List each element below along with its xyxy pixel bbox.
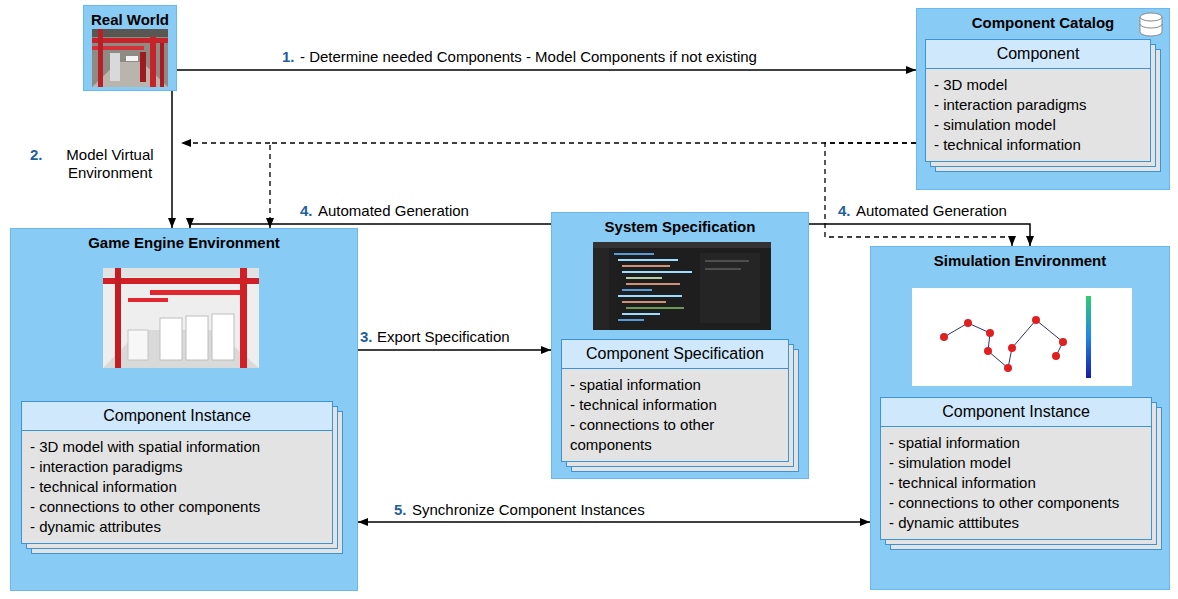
connector	[171, 91, 173, 228]
database-icon	[1140, 13, 1162, 36]
component-card: Component - 3D model- interaction paradig…	[925, 39, 1151, 162]
list-item: - interaction paradigms	[934, 95, 1142, 115]
list-item: - technical information	[934, 135, 1142, 155]
label-holder: 2.	[30, 146, 43, 164]
dashed-connector	[825, 143, 1012, 246]
box-title: System Specification	[552, 213, 808, 236]
label-holder: Automated Generation	[318, 202, 469, 220]
component-card: Component Instance- spatial information-…	[880, 397, 1152, 540]
callout-number: 2.	[30, 146, 43, 164]
list-item: - technical information	[30, 477, 324, 497]
connector	[190, 224, 551, 228]
list-item: - dynamic atttibutes	[889, 513, 1143, 533]
card-title: Component	[932, 44, 1144, 64]
card-header: Component Instance	[880, 397, 1152, 427]
label-holder: Model Virtual Environment	[50, 146, 170, 182]
card-header: Component	[925, 39, 1151, 69]
card-body: - 3D model with spatial information- int…	[21, 431, 333, 544]
card-title: Component Instance	[28, 406, 326, 426]
environment-box: System SpecificationComponent Specificat…	[551, 212, 809, 479]
callout-number: 4.	[300, 202, 313, 220]
list-item: - dynamic attributes	[30, 517, 324, 537]
environment-box: Real World	[83, 5, 177, 91]
component-card: Component Instance - 3D model with spatia…	[21, 401, 333, 544]
environment-box: Component CatalogComponent - 3D model- in…	[916, 8, 1170, 190]
connector	[177, 69, 916, 71]
box-title: Component Catalog	[917, 9, 1169, 32]
connector	[358, 521, 870, 523]
card-title: Component Instance	[887, 402, 1145, 422]
edge-label: Automated Generation	[856, 202, 1007, 220]
list-item: - interaction paradigms	[30, 457, 324, 477]
label-holder: 1.	[282, 48, 295, 66]
list-item: - technical information	[889, 473, 1143, 493]
component-card: Component Specification - spatial informa…	[561, 339, 789, 462]
callout-number: 4.	[838, 202, 851, 220]
environment-box: Simulation EnvironmentComponent Instance…	[870, 246, 1170, 590]
list-item: - 3D model with spatial information	[30, 437, 324, 457]
label-holder: - Determine needed Components - Model Co…	[300, 48, 757, 66]
connector	[809, 224, 1030, 246]
list-item: - simulation model	[934, 115, 1142, 135]
list-item: - connections to other components	[570, 415, 780, 455]
list-item: - 3D model	[934, 75, 1142, 95]
list-item: - technical information	[570, 395, 780, 415]
list-item: - spatial information	[570, 375, 780, 395]
dashed-connector	[270, 143, 916, 228]
card-body: - spatial information- simulation model-…	[880, 427, 1152, 540]
edge-label: Synchronize Component Instances	[412, 501, 645, 519]
callout-number: 5.	[394, 501, 407, 519]
label-holder: 4.	[300, 202, 313, 220]
list-item: - spatial information	[889, 433, 1143, 453]
label-holder: Export Specification	[377, 328, 510, 346]
connector	[358, 349, 551, 351]
callout-number: 1.	[282, 48, 295, 66]
label-holder: 5.	[394, 501, 407, 519]
label-holder: 4.	[838, 202, 851, 220]
callout-number: 3.	[360, 328, 373, 346]
simulation-plot	[912, 288, 1132, 386]
list-item: - connections to other components	[889, 493, 1143, 513]
box-title: Game Engine Environment	[11, 229, 357, 252]
real-world-photo	[92, 29, 168, 87]
edge-label: Automated Generation	[318, 202, 469, 220]
card-body: - 3D model- interaction paradigms- simul…	[925, 69, 1151, 162]
code-editor-screenshot	[593, 242, 771, 330]
label-holder: Synchronize Component Instances	[412, 501, 645, 519]
environment-box: Game Engine EnvironmentComponent Instanc…	[10, 228, 358, 591]
dashed-feed	[181, 142, 270, 143]
game-engine-render	[103, 268, 259, 368]
label-holder: Automated Generation	[856, 202, 1007, 220]
card-header: Component Instance	[21, 401, 333, 431]
edge-label: Model Virtual Environment	[50, 146, 170, 182]
box-title: Simulation Environment	[871, 247, 1169, 270]
card-header: Component Specification	[561, 339, 789, 369]
edge-label: - Determine needed Components - Model Co…	[300, 48, 757, 66]
label-holder: 3.	[360, 328, 373, 346]
list-item: - simulation model	[889, 453, 1143, 473]
list-item: - connections to other components	[30, 497, 324, 517]
card-body: - spatial information- technical informa…	[561, 369, 789, 462]
edge-label: Export Specification	[377, 328, 510, 346]
box-title: Real World	[84, 6, 176, 29]
card-title: Component Specification	[568, 344, 782, 364]
